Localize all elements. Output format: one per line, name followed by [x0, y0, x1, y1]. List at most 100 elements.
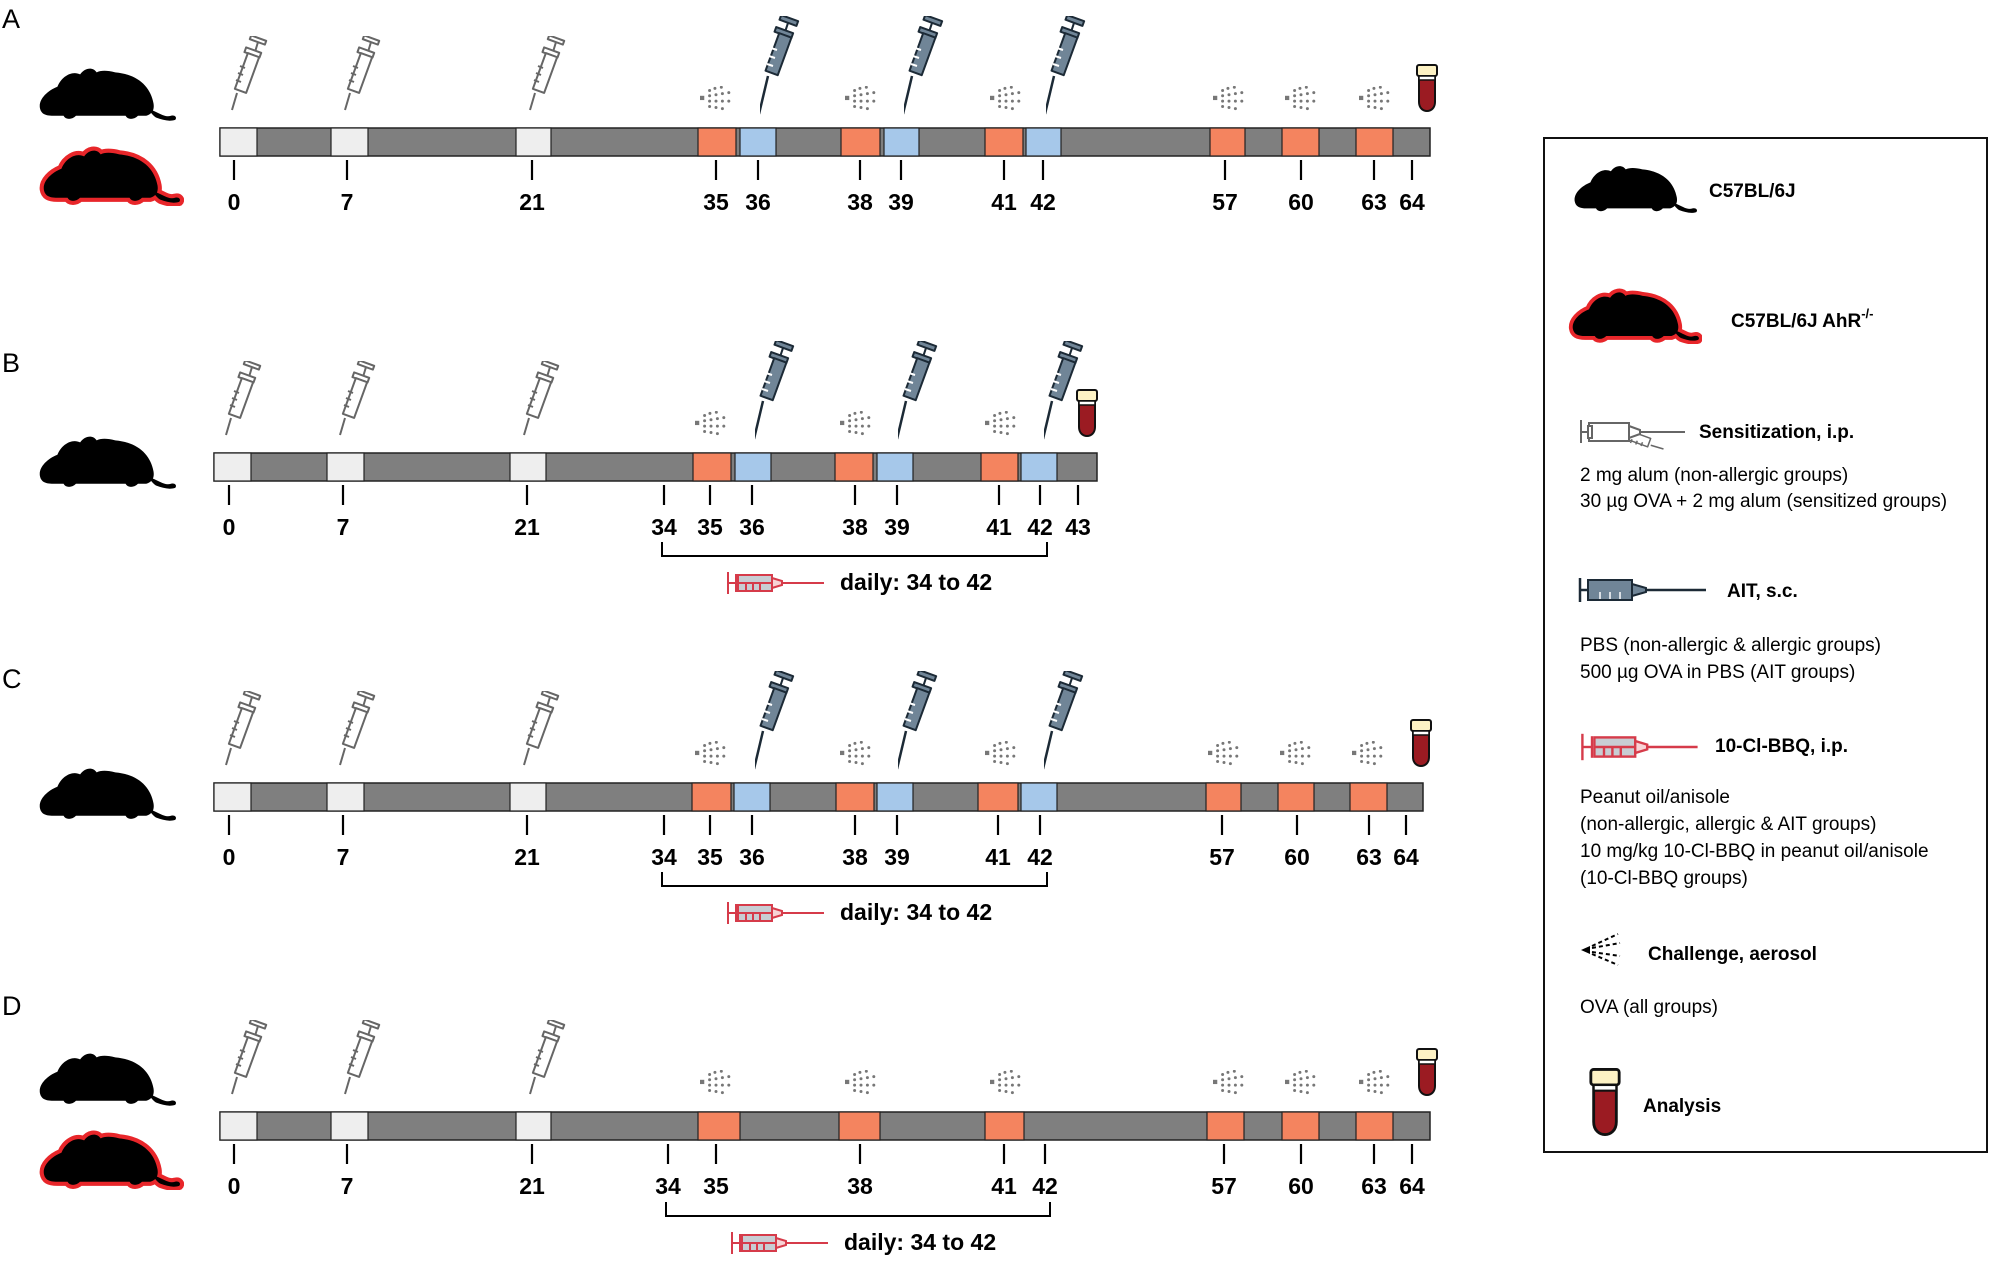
aerosol-icon	[840, 411, 871, 436]
timeline-bar	[213, 782, 1424, 812]
tick-label: 42	[1027, 844, 1053, 870]
legend-sensitization-line-2: 30 µg OVA + 2 mg alum (sensitized groups…	[1580, 491, 1947, 512]
timeline-cell	[883, 127, 920, 157]
syringe-icon	[529, 1020, 566, 1095]
tick-label: 38	[847, 1173, 873, 1199]
legend-ait-line-1: PBS (non-allergic & allergic groups)	[1580, 635, 1881, 656]
aerosol-icon	[1359, 86, 1390, 111]
legend-ait-title: AIT, s.c.	[1727, 581, 1798, 602]
tick-label: 64	[1399, 189, 1425, 215]
timeline-cell	[876, 782, 914, 812]
tick-label: 60	[1284, 844, 1310, 870]
daily-bracket	[665, 1202, 1051, 1217]
ait-syringe-icon	[904, 16, 944, 116]
legend-bbq-line-2: (non-allergic, allergic & AIT groups)	[1580, 814, 1876, 835]
timeline-cell	[1020, 782, 1058, 812]
aerosol-icon	[1213, 1070, 1244, 1095]
tick-label: 36	[739, 844, 765, 870]
blood-tube-icon	[1416, 1048, 1438, 1096]
tick-label: 64	[1393, 844, 1419, 870]
tick-label: 35	[697, 514, 723, 540]
tick-label: 42	[1032, 1173, 1058, 1199]
timeline-cell	[213, 782, 252, 812]
tick-label: 41	[986, 514, 1012, 540]
legend-strain-ko: C57BL/6J AhR-/-	[1731, 306, 1874, 332]
ait-syringe-icon	[755, 341, 795, 441]
daily-label: daily: 34 to 42	[840, 899, 992, 925]
ait-syringe-icon	[755, 671, 795, 771]
bbq-syringe-icon	[727, 571, 825, 595]
ait-syringe-icon	[898, 671, 938, 771]
panel-letter: D	[2, 991, 22, 1021]
timeline-cell	[509, 782, 547, 812]
timeline-bar	[219, 127, 1431, 157]
timeline-cell	[984, 1111, 1025, 1141]
timeline-cell	[838, 1111, 881, 1141]
timeline-cell	[219, 1111, 258, 1141]
ait-syringe-icon	[898, 341, 938, 441]
panel-letter: A	[2, 4, 20, 34]
aerosol-icon	[845, 86, 876, 111]
aerosol-icon	[990, 86, 1021, 111]
tick-label: 39	[888, 189, 914, 215]
ait-syringe-icon	[760, 16, 800, 116]
tick-label: 35	[697, 844, 723, 870]
timeline-cell	[330, 127, 369, 157]
aerosol-icon	[985, 741, 1016, 766]
legend-sensitization-line-1: 2 mg alum (non-allergic groups)	[1580, 465, 1848, 486]
tick-label: 41	[991, 189, 1017, 215]
timeline-cell	[1281, 1111, 1320, 1141]
timeline-bar	[219, 1111, 1431, 1141]
daily-bracket	[661, 872, 1048, 887]
timeline-cell	[1205, 782, 1242, 812]
tick-label: 43	[1065, 514, 1091, 540]
timeline-cell	[1281, 127, 1320, 157]
daily-label: daily: 34 to 42	[840, 569, 992, 595]
aerosol-icon	[695, 411, 726, 436]
daily-bracket	[661, 542, 1048, 557]
tick-label: 60	[1288, 1173, 1314, 1199]
tick-label: 63	[1356, 844, 1382, 870]
tick-label: 7	[341, 189, 354, 215]
legend-bbq-line-1: Peanut oil/anisole	[1580, 787, 1730, 808]
timeline-cell	[219, 127, 258, 157]
timeline-cell	[326, 452, 365, 482]
syringe-icon	[225, 361, 262, 436]
timeline-cell	[734, 452, 772, 482]
timeline-cell	[1206, 1111, 1245, 1141]
bbq-syringe-icon	[731, 1231, 829, 1255]
timeline-cell	[691, 782, 732, 812]
tick-label: 35	[703, 1173, 729, 1199]
timeline-cell	[1349, 782, 1388, 812]
daily-label: daily: 34 to 42	[844, 1229, 996, 1255]
blood-tube-icon	[1589, 1068, 1621, 1136]
tick-label: 39	[884, 514, 910, 540]
aerosol-icon	[990, 1070, 1021, 1095]
tick-label: 57	[1209, 844, 1235, 870]
tick-label: 38	[842, 514, 868, 540]
legend-sensitization-title: Sensitization, i.p.	[1699, 422, 1854, 443]
syringe-icon	[523, 361, 560, 436]
aerosol-icon	[985, 411, 1016, 436]
timeline-cell	[977, 782, 1019, 812]
bbq-syringe-icon	[727, 901, 825, 925]
timeline-cell	[1355, 127, 1394, 157]
timeline-cell	[980, 452, 1019, 482]
tick-label: 63	[1361, 1173, 1387, 1199]
aerosol-icon	[695, 741, 726, 766]
syringe-icon	[339, 691, 376, 766]
timeline-cell	[1355, 1111, 1394, 1141]
aerosol-icon	[1285, 86, 1316, 111]
aerosol-icon	[700, 1070, 731, 1095]
mouse-icon	[39, 768, 177, 821]
tick-label: 7	[337, 844, 350, 870]
tick-label: 39	[884, 844, 910, 870]
legend-challenge-line-1: OVA (all groups)	[1580, 997, 1718, 1018]
tick-label: 21	[519, 189, 545, 215]
ait-syringe-icon	[1046, 16, 1086, 116]
aerosol-icon	[1359, 1070, 1390, 1095]
